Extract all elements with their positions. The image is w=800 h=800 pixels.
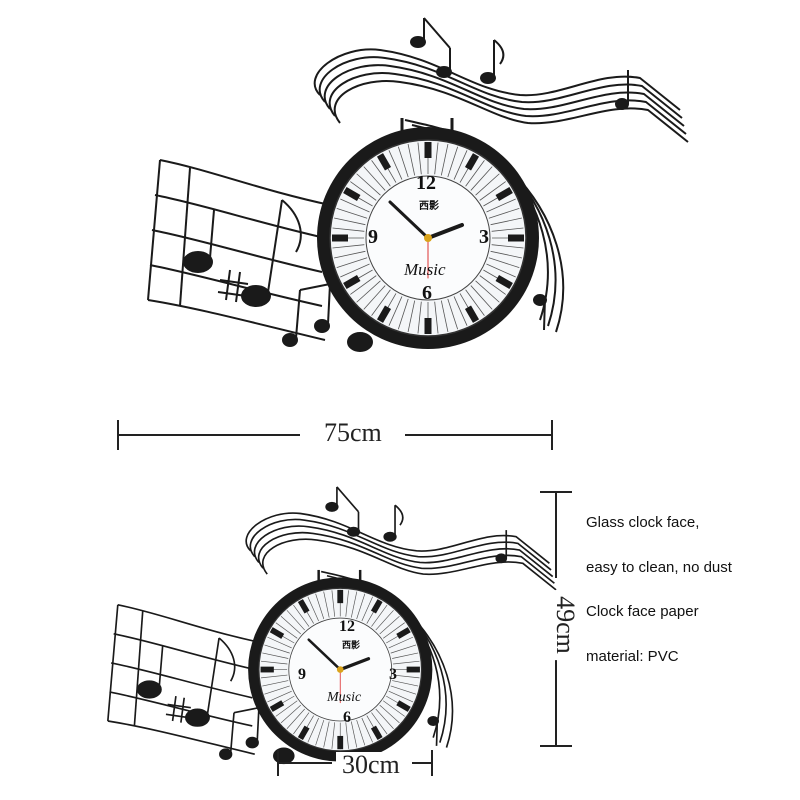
feature-line: easy to clean, no dust [586,559,732,576]
music-script: Music [404,260,446,279]
numeral-6: 6 [343,709,351,726]
numeral-3: 3 [389,666,397,683]
height-dimension-label: 49cm [551,590,580,660]
feature-line: material: PVC [586,648,679,665]
clock-bottom [108,487,556,763]
numeral-9: 9 [298,666,306,683]
numeral-3: 3 [479,226,489,248]
dim-line-49 [540,491,572,747]
numeral-12: 12 [339,618,355,635]
numeral-6: 6 [422,282,432,304]
numeral-9: 9 [368,226,378,248]
dim-line-75 [117,420,553,450]
brand-logo: 西影 [419,201,439,212]
clock-diameter-label: 30cm [336,752,406,778]
width-dimension-label: 75cm [318,420,388,446]
feature-line: Glass clock face, [586,514,700,531]
music-script: Music [327,690,362,705]
feature-line: Clock face paper [586,603,699,620]
brand-logo: 西影 [342,640,361,650]
numeral-12: 12 [416,172,436,194]
dim-line-30 [277,750,433,776]
